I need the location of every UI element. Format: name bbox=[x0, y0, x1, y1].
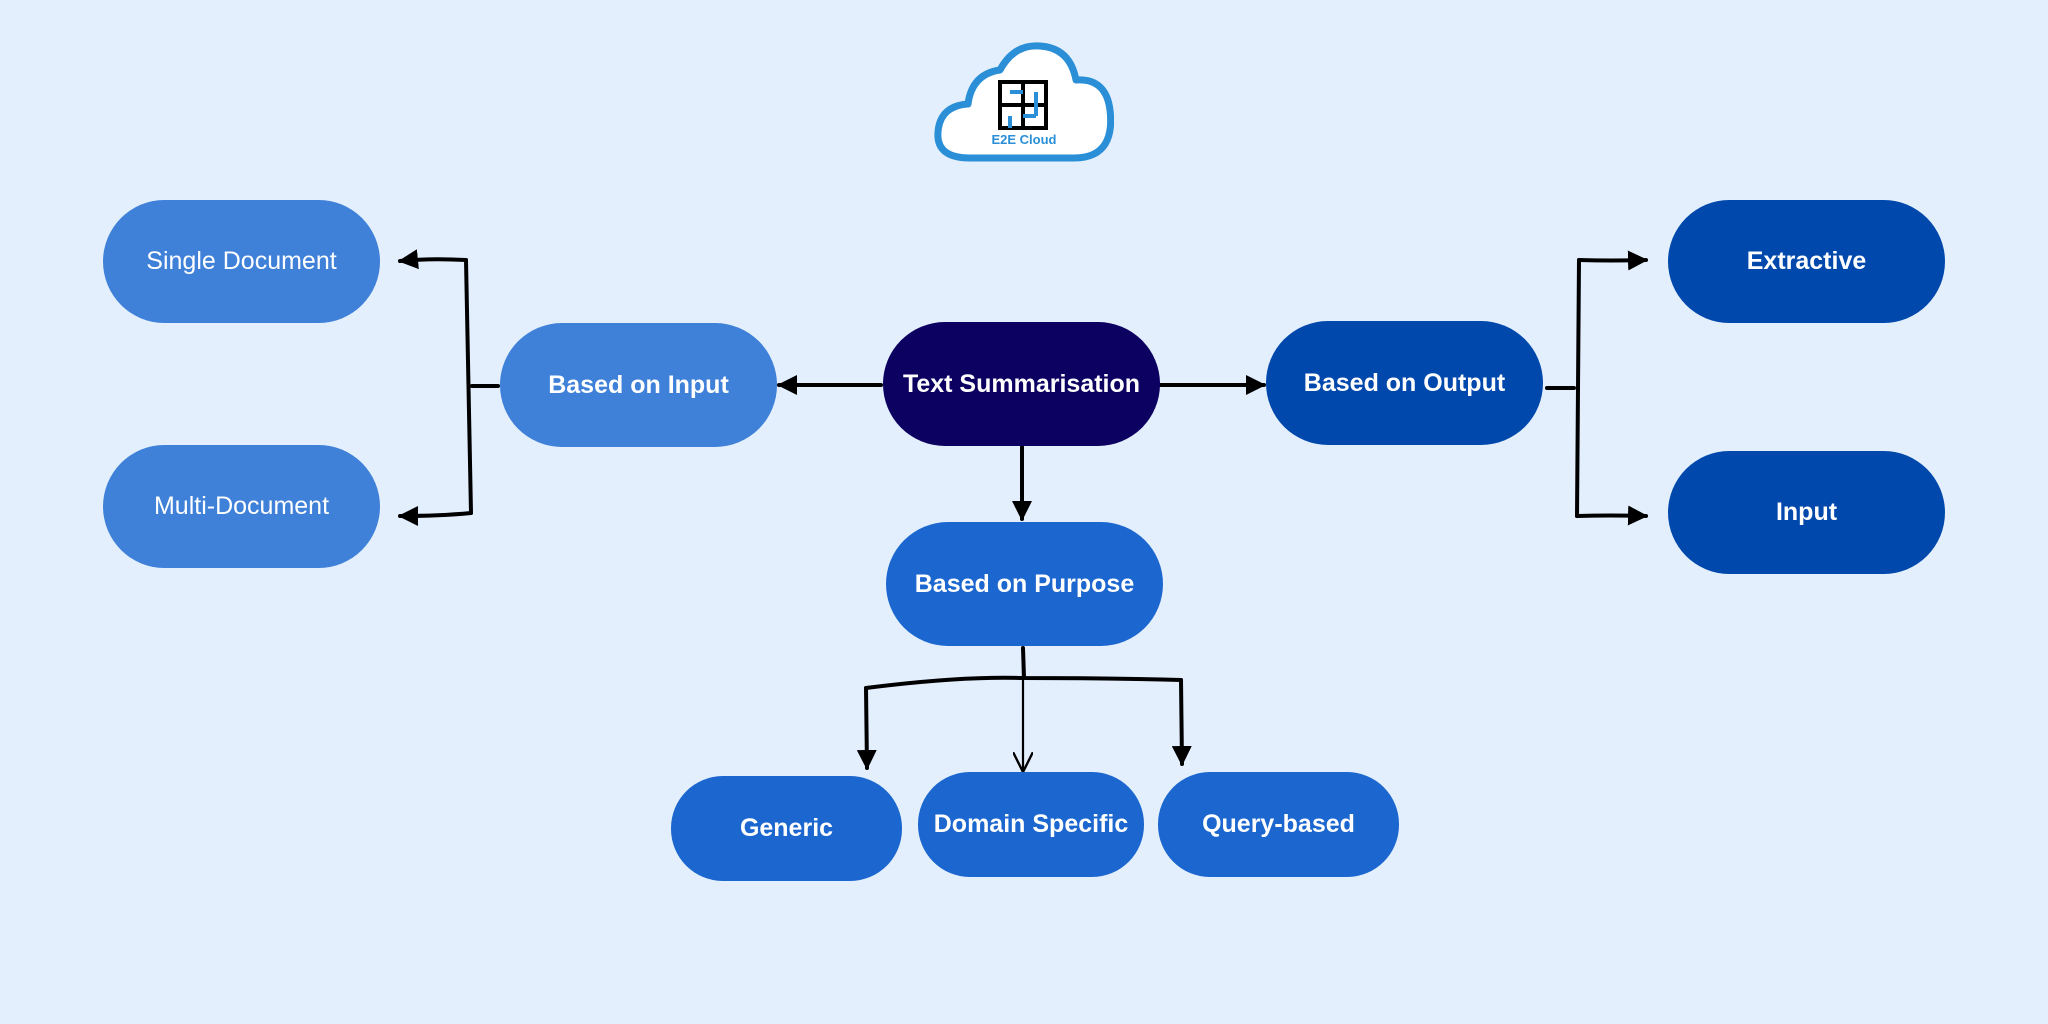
node-label: Based on Output bbox=[1303, 368, 1506, 397]
node-generic: Generic bbox=[671, 776, 902, 881]
node-text-summarisation: Text Summarisation bbox=[883, 322, 1160, 446]
node-based-on-output: Based on Output bbox=[1266, 321, 1543, 445]
arrow-output-to-extractive bbox=[1577, 250, 1648, 271]
logo-text: E2E Cloud bbox=[991, 132, 1057, 147]
node-label: Generic bbox=[739, 814, 834, 842]
node-query-based: Query-based bbox=[1158, 772, 1399, 877]
node-label: Multi-Document bbox=[153, 492, 330, 520]
node-label: Input bbox=[1775, 498, 1838, 526]
node-label: Based on Input bbox=[548, 370, 729, 399]
arrow-output-to-input bbox=[1575, 505, 1648, 526]
cloud-icon bbox=[934, 42, 1115, 162]
arrow-input-to-multi bbox=[398, 505, 473, 526]
node-label: Text Summarisation bbox=[902, 369, 1141, 398]
node-label: Based on Purpose bbox=[914, 569, 1135, 598]
arrow-purpose-to-generic bbox=[856, 686, 877, 770]
node-label: Query-based bbox=[1202, 810, 1355, 838]
node-based-on-input: Based on Input bbox=[500, 323, 777, 447]
arrow-purpose-to-query bbox=[1171, 678, 1192, 766]
bracket-input-vertical bbox=[464, 258, 473, 515]
node-domain-specific: Domain Specific bbox=[918, 772, 1144, 877]
arrow-input-to-single bbox=[398, 249, 468, 270]
node-based-on-purpose: Based on Purpose bbox=[886, 522, 1163, 646]
node-single-document: Single Document bbox=[103, 200, 380, 323]
node-label: Extractive bbox=[1746, 247, 1867, 275]
e2e-mark-icon bbox=[998, 80, 1048, 130]
e2e-cloud-logo: E2E Cloud bbox=[934, 40, 1115, 165]
node-multi-document: Multi-Document bbox=[103, 445, 380, 568]
node-extractive: Extractive bbox=[1668, 200, 1945, 323]
node-input: Input bbox=[1668, 451, 1945, 574]
bracket-output-vertical bbox=[1575, 258, 1581, 518]
node-label: Single Document bbox=[146, 247, 337, 275]
node-label: Domain Specific bbox=[933, 810, 1129, 838]
